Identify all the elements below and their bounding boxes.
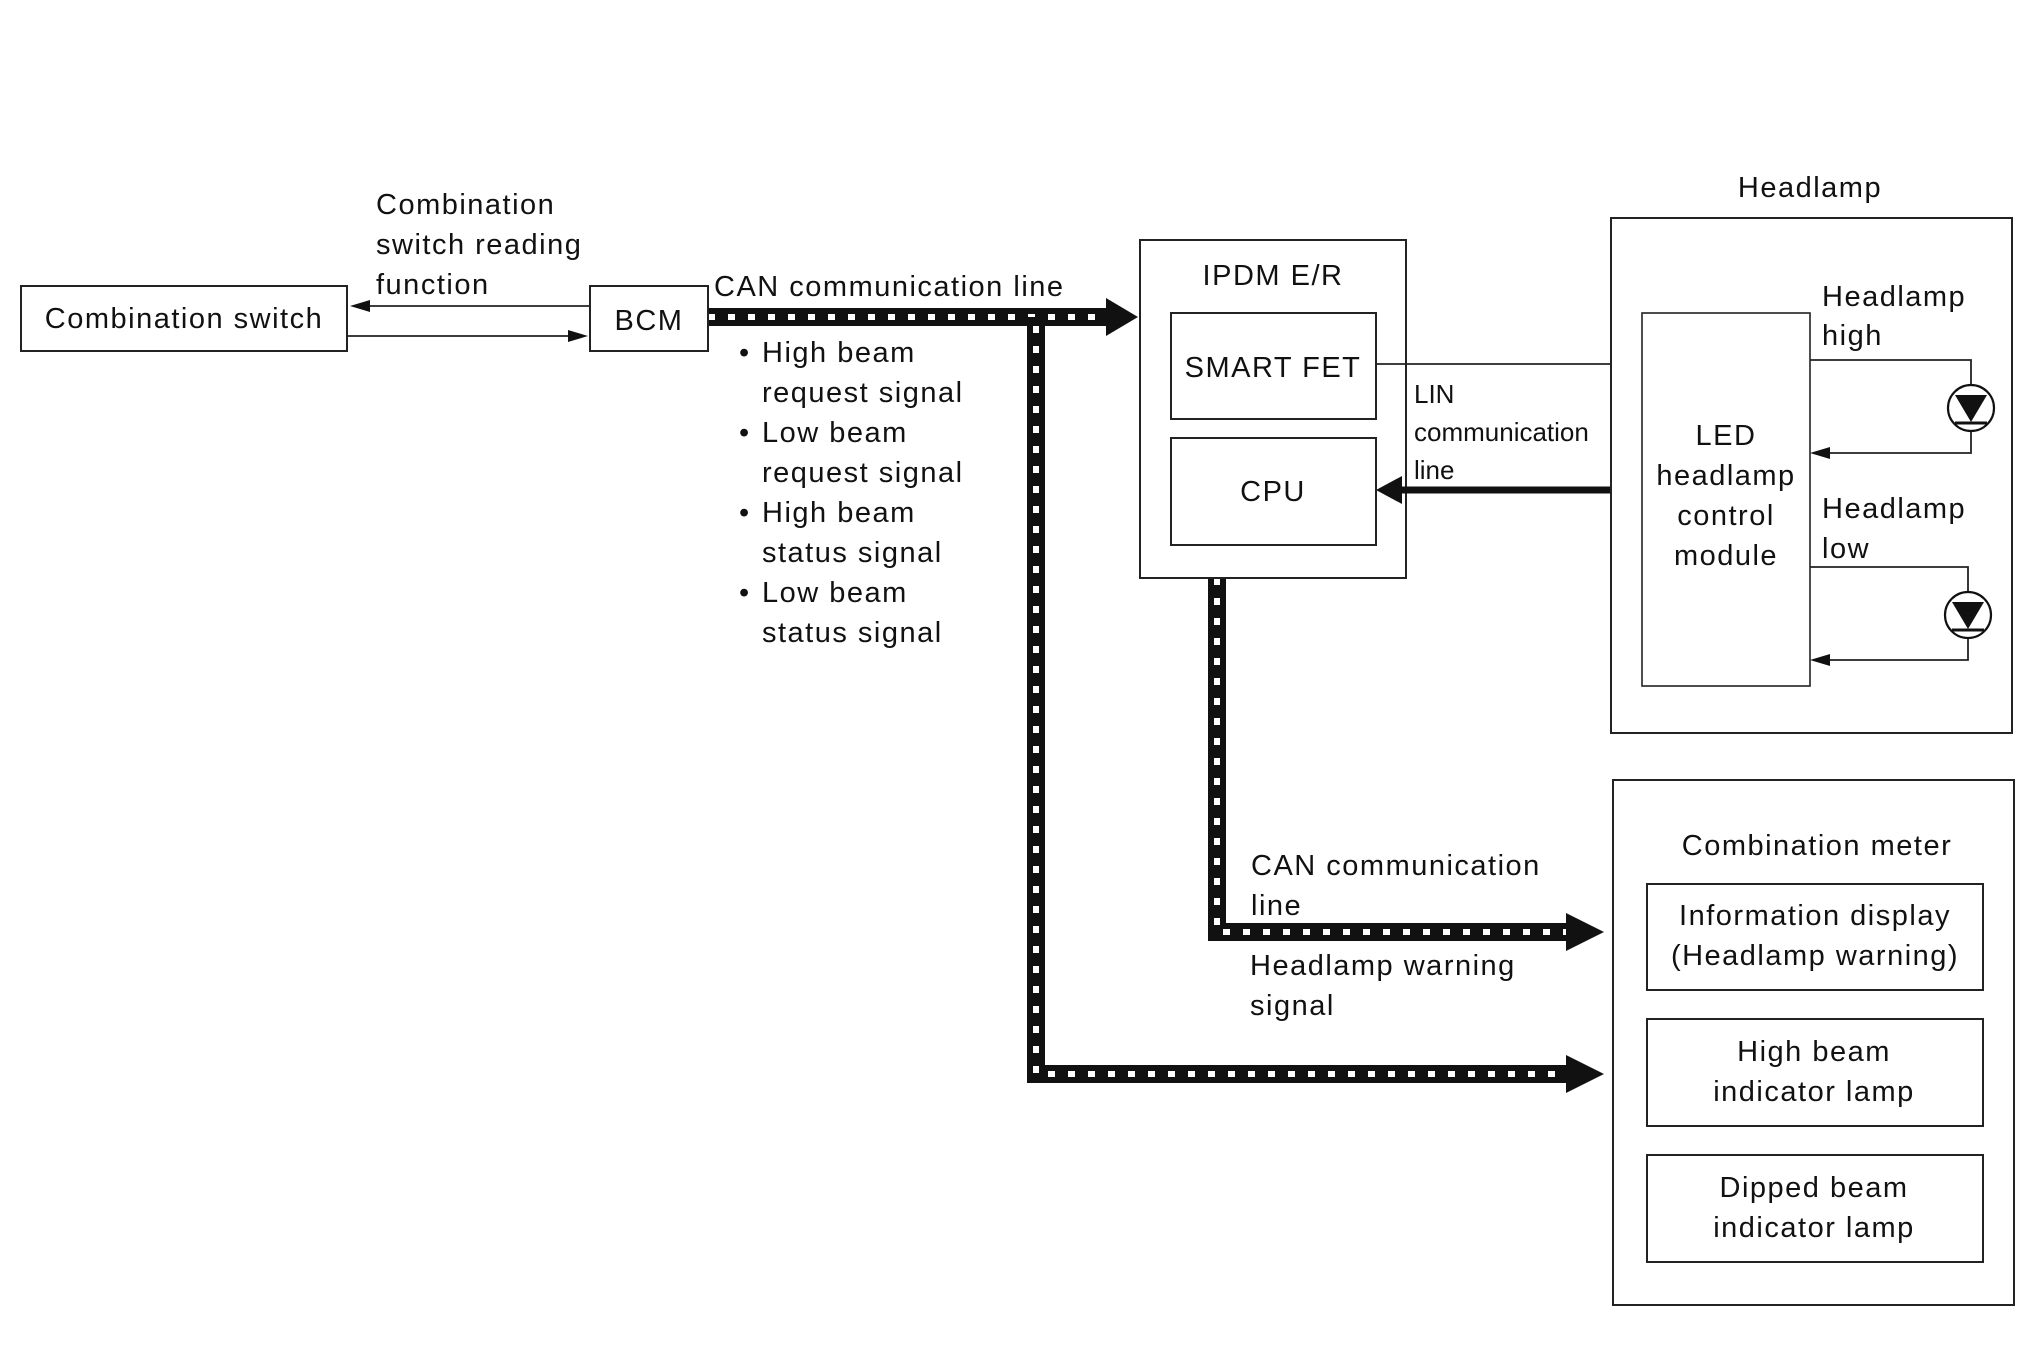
information-display-box — [1646, 883, 1984, 991]
can-line-to-combination-meter — [1027, 317, 1604, 1093]
signal-list: • High beam request signal • Low beam re… — [739, 337, 964, 649]
signal-2-line-1: Low beam — [762, 417, 908, 449]
cpu-label: CPU — [1240, 476, 1306, 508]
information-display-line-2: (Headlamp warning) — [1671, 940, 1959, 972]
led-module-box — [1641, 312, 1811, 687]
smart-fet-label: SMART FET — [1185, 352, 1362, 384]
low-beam-led-icon — [1943, 590, 1993, 640]
warning-signal-line-2: signal — [1250, 990, 1335, 1022]
high-beam-indicator-line-1: High beam — [1737, 1036, 1891, 1068]
signal-1-line-1: High beam — [762, 337, 916, 369]
dipped-beam-indicator-box — [1646, 1154, 1984, 1263]
high-beam-led-icon — [1946, 383, 1996, 433]
high-beam-indicator-line-2: indicator lamp — [1713, 1076, 1915, 1108]
can-lower-line-2: line — [1251, 890, 1302, 922]
bcm-box — [589, 285, 709, 352]
smart-fet-output-arrow — [1376, 358, 1640, 370]
lin-label-line-1: LIN — [1414, 379, 1454, 409]
cpu-box — [1170, 437, 1377, 546]
smart-fet-box — [1170, 312, 1377, 420]
bullet: • — [739, 337, 751, 369]
headlamp-high-line-2: high — [1822, 320, 1883, 352]
headlamp-title: Headlamp — [1738, 172, 1882, 204]
headlamp-low-line-2: low — [1822, 533, 1870, 565]
switch-reading-line-2: switch reading — [376, 229, 582, 261]
bullet: • — [739, 577, 751, 609]
headlamp-low-line-1: Headlamp — [1822, 493, 1966, 525]
can-lower-line-1: CAN communication — [1251, 850, 1541, 882]
signal-4-line-1: Low beam — [762, 577, 908, 609]
dipped-beam-indicator-line-1: Dipped beam — [1720, 1172, 1909, 1204]
signal-4-line-2: status signal — [762, 617, 943, 649]
led-module-line-2: headlamp — [1656, 460, 1795, 492]
signal-1-line-2: request signal — [762, 377, 964, 409]
switch-reading-line-1: Combination — [376, 189, 555, 221]
led-module-line-1: LED — [1696, 420, 1757, 452]
led-module-line-4: module — [1674, 540, 1778, 572]
combination-switch-label: Combination switch — [45, 303, 323, 335]
signal-3-line-2: status signal — [762, 537, 943, 569]
can-line-bcm-to-ipdm — [708, 298, 1138, 336]
bullet: • — [739, 497, 751, 529]
switch-bcm-arrows — [347, 300, 590, 342]
warning-signal-line-1: Headlamp warning — [1250, 950, 1516, 982]
signal-3-line-1: High beam — [762, 497, 916, 529]
switch-reading-line-3: function — [376, 269, 490, 301]
can-top-label: CAN communication line — [714, 271, 1065, 303]
bcm-label: BCM — [615, 305, 684, 337]
dipped-beam-indicator-line-2: indicator lamp — [1713, 1212, 1915, 1244]
ipdm-label: IPDM E/R — [1203, 260, 1344, 292]
information-display-line-1: Information display — [1679, 900, 1951, 932]
combination-switch-box — [20, 285, 348, 352]
lin-label-line-3: line — [1414, 455, 1454, 485]
high-beam-indicator-box — [1646, 1018, 1984, 1127]
headlamp-high-line-1: Headlamp — [1822, 281, 1966, 313]
combination-meter-title: Combination meter — [1682, 830, 1953, 862]
lin-label-line-2: communication — [1414, 417, 1589, 447]
led-module-line-3: control — [1677, 500, 1775, 532]
bullet: • — [739, 417, 751, 449]
can-line-ipdm-to-meter — [1208, 578, 1604, 951]
signal-2-line-2: request signal — [762, 457, 964, 489]
